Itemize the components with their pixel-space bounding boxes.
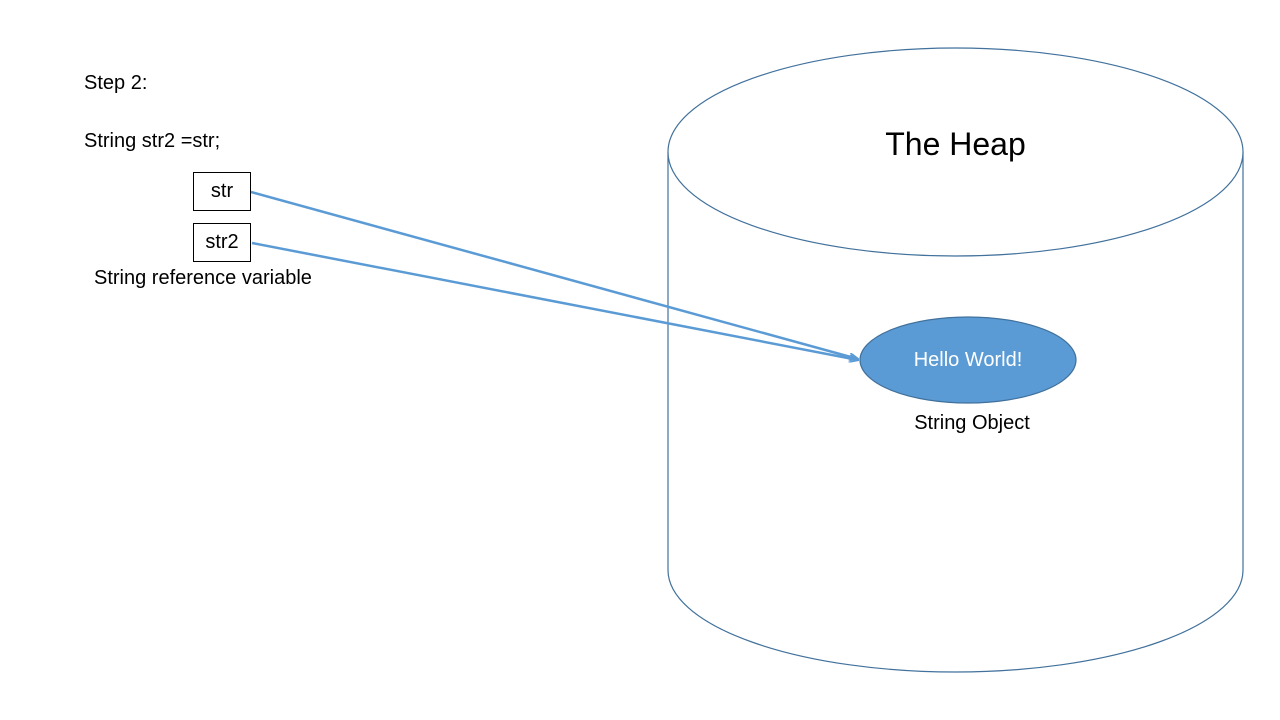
variables-caption: String reference variable (94, 267, 312, 289)
heap-cylinder (667, 47, 1244, 673)
variable-box-str: str (193, 172, 251, 211)
string-object-caption: String Object (914, 412, 1030, 434)
code-line: String str2 =str; (84, 130, 221, 152)
string-object-value: Hello World! (913, 349, 1023, 371)
heap-cylinder-body (667, 152, 1244, 673)
arrow-str2-to-object (251, 241, 858, 360)
heap-title: The Heap (885, 126, 1026, 162)
step-label: Step 2: (84, 72, 148, 94)
heap-cylinder-top (667, 47, 1244, 257)
arrow-str-to-object (250, 190, 858, 359)
variable-box-str2: str2 (193, 223, 251, 262)
variable-name-str2: str2 (205, 231, 239, 253)
variable-name-str: str (210, 180, 234, 202)
